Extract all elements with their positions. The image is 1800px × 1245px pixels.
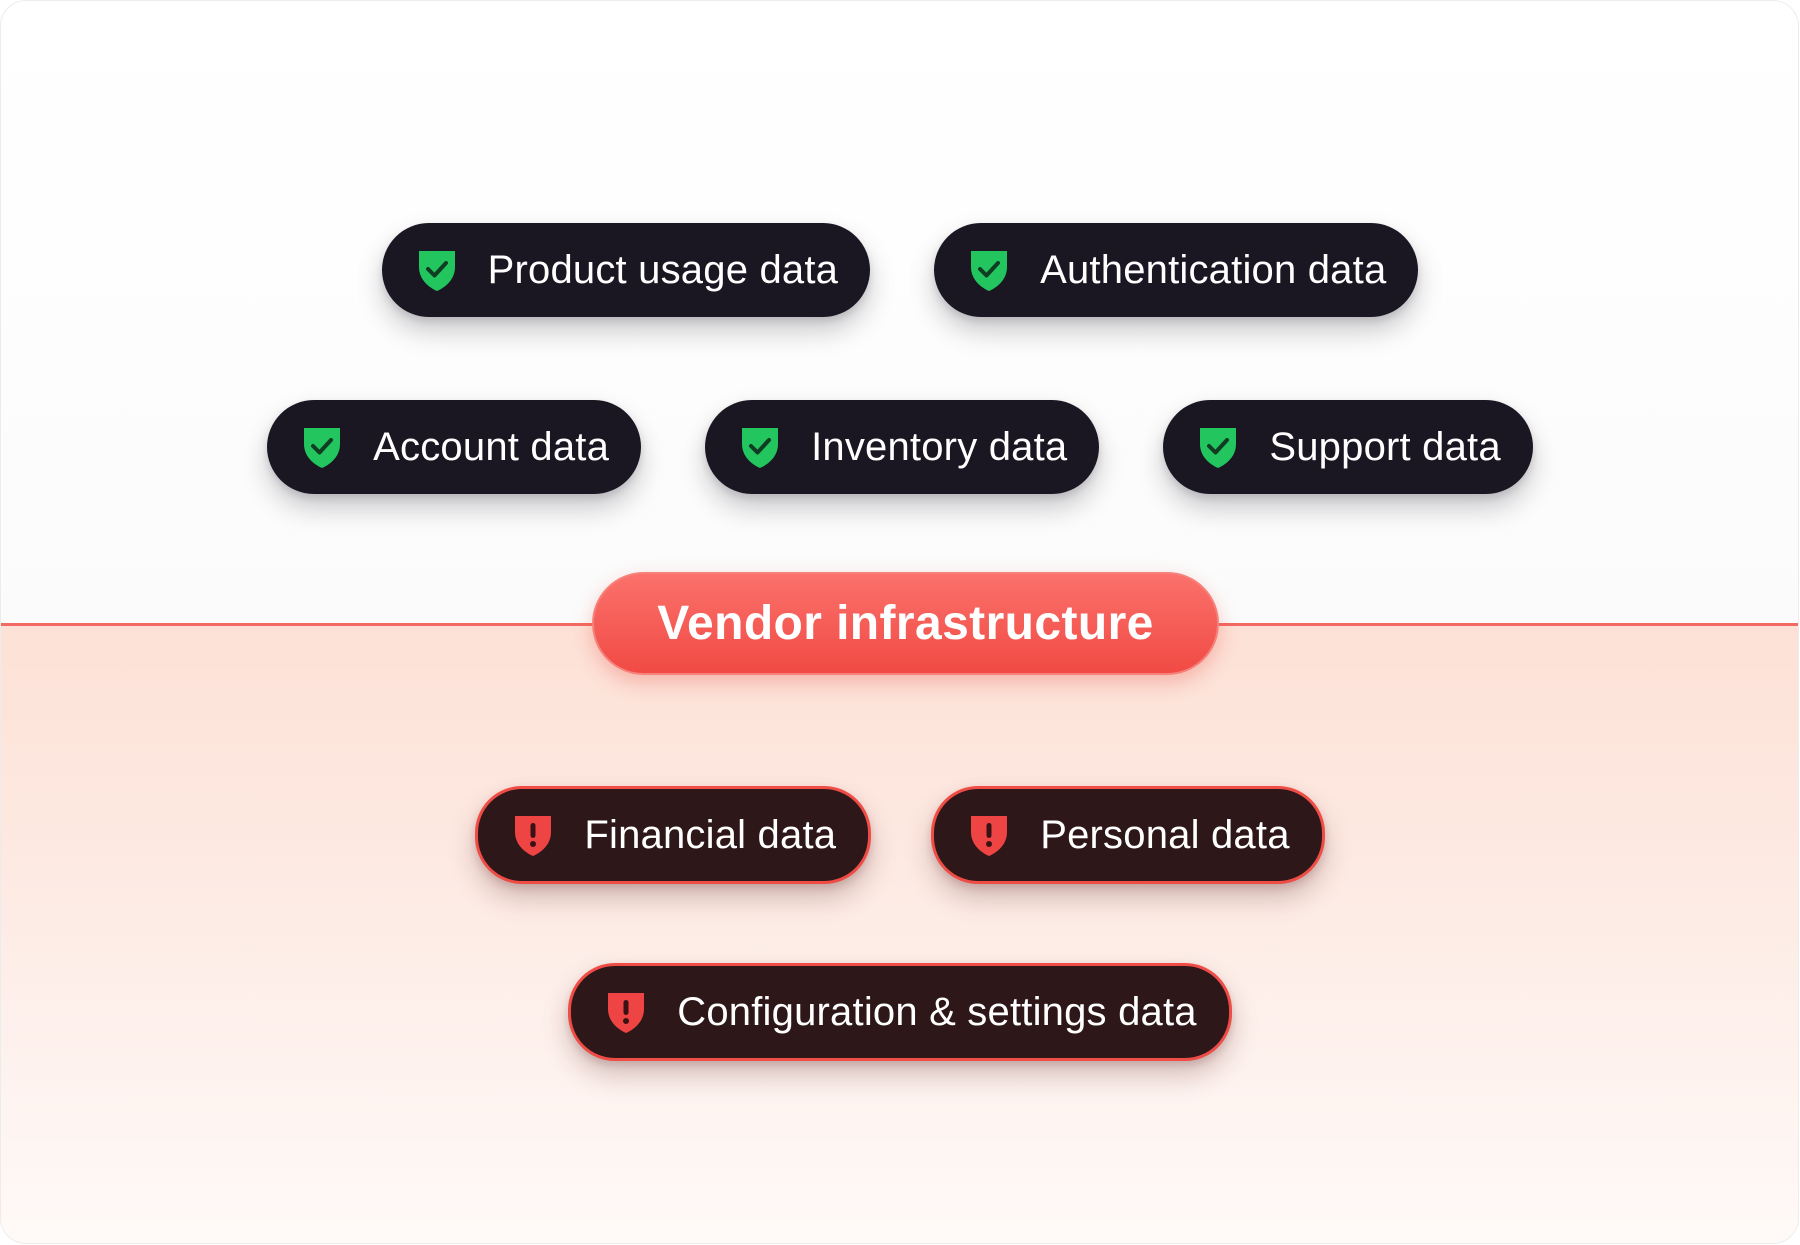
- risk-row-1: Financial data Personal data: [0, 786, 1800, 884]
- pill-financial-data: Financial data: [475, 786, 872, 884]
- shield-check-icon: [416, 247, 458, 293]
- pill-label: Personal data: [1040, 812, 1290, 857]
- pill-personal-data: Personal data: [931, 786, 1325, 884]
- shield-check-icon: [1197, 424, 1239, 470]
- pill-label: Support data: [1269, 424, 1501, 469]
- shield-check-icon: [968, 247, 1010, 293]
- vendor-infrastructure-text: Vendor infrastructure: [657, 597, 1154, 650]
- pill-configuration-settings-data: Configuration & settings data: [568, 963, 1232, 1061]
- safe-row-1: Product usage data Authentication data: [0, 223, 1800, 317]
- shield-alert-icon: [512, 812, 554, 858]
- shield-alert-icon: [605, 989, 647, 1035]
- shield-check-icon: [301, 424, 343, 470]
- pill-label: Product usage data: [487, 247, 839, 292]
- pill-label: Inventory data: [811, 424, 1068, 469]
- pill-label: Configuration & settings data: [677, 989, 1197, 1034]
- shield-check-icon: [739, 424, 781, 470]
- customer-zone: [1, 1, 1798, 624]
- vendor-zone: [1, 624, 1798, 1243]
- risk-row-2: Configuration & settings data: [0, 963, 1800, 1061]
- pill-label: Account data: [373, 424, 610, 469]
- safe-row-2: Account data Inventory data Support data: [0, 400, 1800, 494]
- vendor-infrastructure-label: Vendor infrastructure: [592, 572, 1219, 675]
- pill-label: Authentication data: [1040, 247, 1387, 292]
- pill-product-usage-data: Product usage data: [381, 223, 871, 317]
- pill-label: Financial data: [584, 812, 837, 857]
- pill-support-data: Support data: [1163, 400, 1533, 494]
- pill-authentication-data: Authentication data: [934, 223, 1419, 317]
- shield-alert-icon: [968, 812, 1010, 858]
- pill-inventory-data: Inventory data: [705, 400, 1100, 494]
- pill-account-data: Account data: [267, 400, 642, 494]
